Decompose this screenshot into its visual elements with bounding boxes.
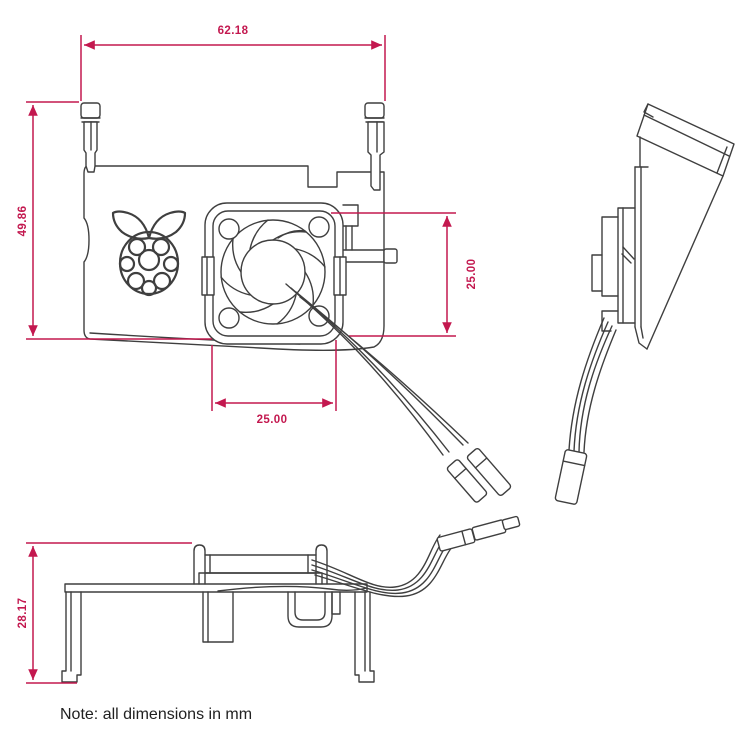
dimension-front-width: 62.18: [80, 25, 386, 101]
dimension-label-front-height: 49.86: [17, 206, 29, 237]
front-view: [80, 102, 398, 351]
bottom-view: [61, 515, 521, 683]
side-tab: [383, 248, 398, 264]
dimension-bottom-height: 28.17: [17, 542, 192, 684]
dimension-label-fan-width: 25.00: [257, 414, 288, 426]
fan-screw-hole: [308, 216, 330, 238]
fan-tab-left: [201, 256, 215, 296]
cable-connector: [471, 519, 507, 541]
fan-blades: [220, 219, 326, 325]
side-fan-cable: [554, 317, 617, 505]
left-clip: [80, 102, 101, 173]
note-text: Note: all dimensions in mm: [60, 706, 252, 723]
fan-screw-hole: [218, 218, 240, 240]
cable-connector: [436, 528, 476, 552]
side-view: [554, 103, 735, 505]
cable-connector: [446, 459, 488, 503]
front-fan-cable: [285, 283, 512, 503]
right-clip: [364, 102, 385, 191]
fan: [201, 202, 347, 345]
cable-connector: [554, 449, 588, 505]
bottom-fan-profile: [193, 544, 328, 585]
dimension-label-bottom-height: 28.17: [17, 598, 29, 629]
bottom-fan-cable: [311, 515, 521, 598]
fan-screw-hole: [218, 307, 240, 329]
dimension-front-height: 49.86: [17, 101, 212, 340]
dimension-fan-height: 25.00: [331, 212, 478, 337]
side-fan-profile: [591, 207, 636, 332]
bottom-case-body: [61, 583, 375, 683]
fan-hub: [240, 239, 306, 305]
dimension-fan-width: 25.00: [211, 340, 337, 426]
cable-connector: [466, 447, 512, 497]
raspberry-pi-logo: [111, 210, 187, 297]
cable-connector-tip: [501, 515, 521, 531]
fan-blade-ring: [220, 219, 326, 325]
dimension-label-front-width: 62.18: [218, 25, 249, 37]
dimension-label-fan-height: 25.00: [466, 259, 478, 290]
side-case-body: [634, 103, 735, 350]
fan-screw-hole: [308, 305, 330, 327]
